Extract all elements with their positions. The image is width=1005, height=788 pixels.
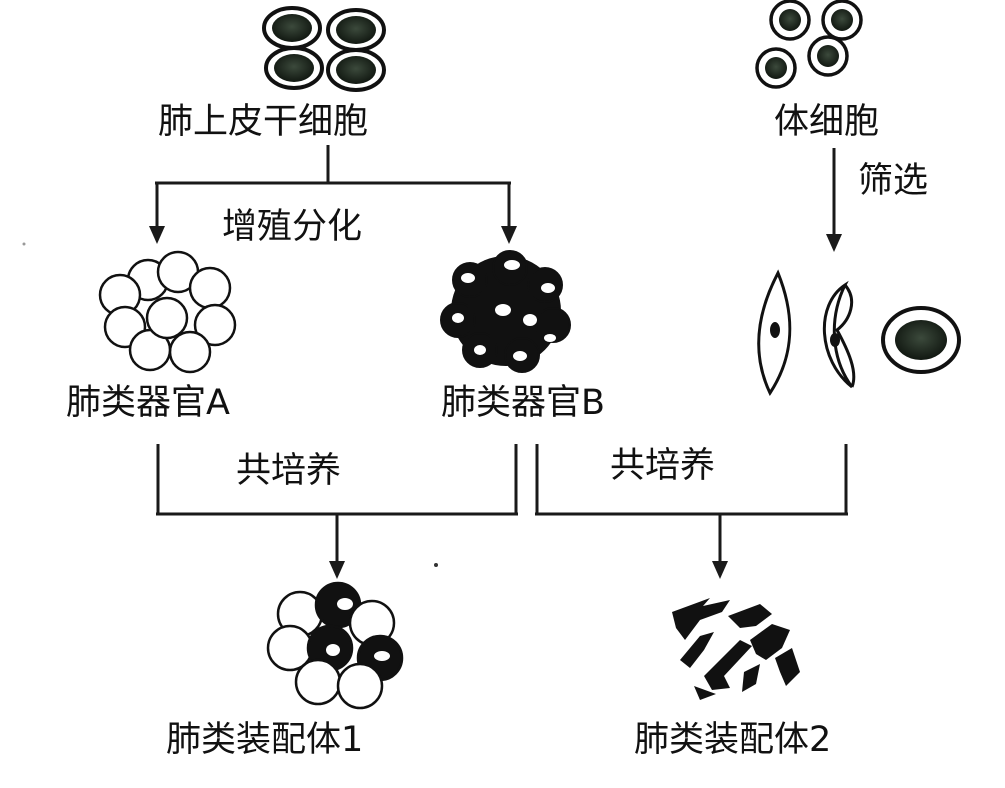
organoid-b-icon xyxy=(440,250,571,373)
organoid-a-icon xyxy=(98,250,237,374)
round-cell-icon xyxy=(881,306,961,374)
stem-cells-icon xyxy=(262,6,386,92)
spindle-cell-icon xyxy=(757,269,792,397)
label-proliferation-differentiation: 增殖分化 xyxy=(222,207,363,247)
label-screening: 筛选 xyxy=(858,161,929,201)
label-lung-organoid-b: 肺类器官B xyxy=(441,383,606,423)
label-lung-epithelial-stem-cell: 肺上皮干细胞 xyxy=(158,102,369,142)
crescent-cell-icon xyxy=(823,280,856,389)
speck-mark xyxy=(434,563,438,567)
label-lung-assembloid-2: 肺类装配体2 xyxy=(634,720,832,760)
branch-arrows xyxy=(149,145,517,244)
assembloid-2-icon xyxy=(672,598,800,700)
speck-mark xyxy=(22,242,26,246)
label-lung-organoid-a: 肺类器官A xyxy=(66,383,230,423)
label-coculture-left: 共培养 xyxy=(236,451,342,491)
label-somatic-cell: 体细胞 xyxy=(774,102,880,142)
screening-arrow xyxy=(826,148,842,252)
coculture-left-bracket xyxy=(156,444,518,579)
somatic-cells-icon xyxy=(755,0,863,89)
label-coculture-right: 共培养 xyxy=(610,446,716,486)
coculture-right-bracket xyxy=(535,444,848,579)
label-lung-assembloid-1: 肺类装配体1 xyxy=(166,720,364,760)
assembloid-1-icon xyxy=(266,581,404,710)
